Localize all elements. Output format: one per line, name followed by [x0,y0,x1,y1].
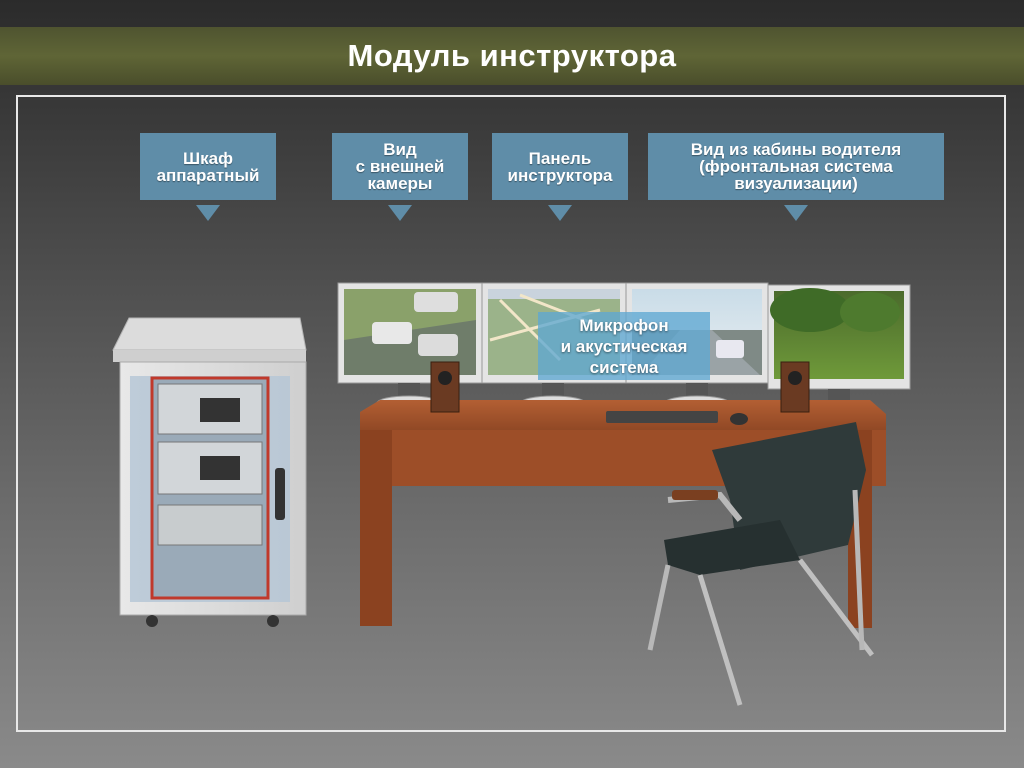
arrow-down-icon [196,205,220,221]
slide-title-bar: Модуль инструктора [0,27,1024,85]
hardware-cabinet [112,317,307,627]
callout-hardware-cabinet-label: Шкаф аппаратный [156,148,260,185]
callout-microphone-acoustic: Микрофон и акустическая система [538,312,710,380]
callout-cabin-view-label: Вид из кабины водителя (фронтальная сист… [690,140,902,193]
content-frame [16,95,1006,732]
keyboard [606,411,718,423]
speakers [430,361,810,413]
callout-instructor-panel-label: Панель инструктора [507,148,613,185]
mouse [730,413,748,425]
callout-external-camera-label: Вид с внешней камеры [355,140,445,193]
slide-title: Модуль инструктора [347,38,677,73]
callout-cabin-view: Вид из кабины водителя (фронтальная сист… [648,133,944,200]
callout-instructor-panel: Панель инструктора [492,133,628,200]
callout-external-camera: Вид с внешней камеры [332,133,468,200]
monitor-external-camera [337,282,483,411]
arrow-down-icon [548,205,572,221]
arrow-down-icon [784,205,808,221]
callout-microphone-label: Микрофон и акустическая система [560,315,688,377]
office-chair [647,422,874,706]
callout-hardware-cabinet: Шкаф аппаратный [140,133,276,200]
arrow-down-icon [388,205,412,221]
